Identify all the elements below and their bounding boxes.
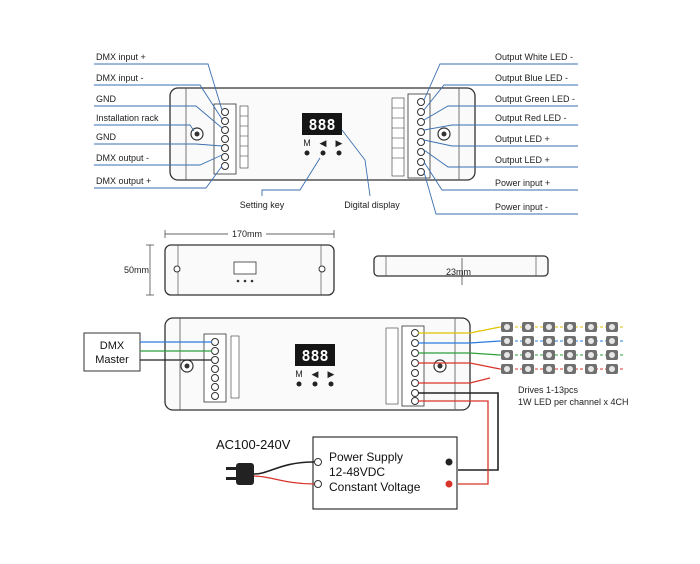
led-lens bbox=[588, 338, 594, 344]
led-lens bbox=[504, 338, 510, 344]
label-dmx-input-plus: DMX input + bbox=[96, 52, 146, 62]
front-dimension-view: 170mm 50mm bbox=[124, 229, 335, 296]
key-right-label: ▶ bbox=[336, 138, 343, 148]
led-lens bbox=[609, 324, 615, 330]
led-lens bbox=[609, 338, 615, 344]
dim-height: 23mm bbox=[446, 267, 471, 277]
psu-line3: Constant Voltage bbox=[329, 480, 421, 494]
digital-display-label: Digital display bbox=[344, 200, 400, 210]
power-supply-box: Power Supply 12-48VDC Constant Voltage bbox=[312, 436, 458, 510]
label-output-led-plus-1: Output LED + bbox=[495, 134, 550, 144]
led-lens bbox=[588, 352, 594, 358]
label-dmx-output-minus: DMX output - bbox=[96, 153, 149, 163]
key-left-button[interactable] bbox=[320, 150, 326, 156]
ac-plug-icon bbox=[226, 461, 315, 485]
right-labels: Output White LED - Output Blue LED - Out… bbox=[423, 52, 578, 215]
side-dimension-view: 23mm bbox=[373, 255, 549, 285]
setting-key-label: Setting key bbox=[240, 200, 285, 210]
led-lens bbox=[546, 324, 552, 330]
psu-line2: 12-48VDC bbox=[329, 465, 385, 479]
wiring-key-m: M bbox=[295, 369, 303, 379]
drives-note-2: 1W LED per channel x 4CH bbox=[518, 397, 629, 407]
label-power-input-plus: Power input + bbox=[495, 178, 550, 188]
dmx-master-line1: DMX bbox=[100, 340, 125, 352]
display-digits: 888 bbox=[308, 116, 335, 134]
psu-line1: Power Supply bbox=[329, 450, 403, 464]
label-output-green: Output Green LED - bbox=[495, 94, 575, 104]
led-lens bbox=[525, 352, 531, 358]
led-lens bbox=[567, 366, 573, 372]
label-output-white: Output White LED - bbox=[495, 52, 573, 62]
drives-note-1: Drives 1-13pcs bbox=[518, 385, 579, 395]
ac-input-label: AC100-240V bbox=[216, 437, 291, 452]
label-output-blue: Output Blue LED - bbox=[495, 73, 568, 83]
led-lens bbox=[504, 366, 510, 372]
label-gnd-1: GND bbox=[96, 94, 117, 104]
label-power-input-minus: Power input - bbox=[495, 202, 548, 212]
led-lens bbox=[504, 324, 510, 330]
led-lens bbox=[567, 338, 573, 344]
left-labels: DMX input + DMX input - GND Installation… bbox=[94, 52, 223, 189]
led-lens bbox=[546, 352, 552, 358]
left-terminal-screws bbox=[221, 108, 229, 170]
led-lens bbox=[609, 366, 615, 372]
dmx-master-line2: Master bbox=[95, 354, 129, 366]
led-lens bbox=[525, 338, 531, 344]
led-lens bbox=[504, 352, 510, 358]
wiring-key-right: ▶ bbox=[328, 369, 335, 379]
digital-display bbox=[302, 113, 342, 135]
led-lens bbox=[588, 324, 594, 330]
led-lens bbox=[609, 352, 615, 358]
led-lens bbox=[546, 338, 552, 344]
key-left-label: ◀ bbox=[320, 138, 327, 148]
key-right-button[interactable] bbox=[336, 150, 342, 156]
dim-length: 170mm bbox=[232, 229, 262, 239]
label-installation-rack: Installation rack bbox=[96, 113, 159, 123]
controller-top-view: 888 M ◀ ▶ bbox=[169, 87, 476, 181]
led-lens bbox=[567, 352, 573, 358]
led-lens bbox=[588, 366, 594, 372]
dim-width: 50mm bbox=[124, 265, 149, 275]
label-output-led-plus-2: Output LED + bbox=[495, 155, 550, 165]
led-lens bbox=[546, 366, 552, 372]
label-gnd-2: GND bbox=[96, 132, 117, 142]
label-output-red: Output Red LED - bbox=[495, 113, 567, 123]
wiring-key-left: ◀ bbox=[312, 369, 319, 379]
dmx-master-box: DMX Master bbox=[83, 332, 141, 372]
label-dmx-output-plus: DMX output + bbox=[96, 176, 151, 186]
led-lens bbox=[525, 366, 531, 372]
led-array bbox=[500, 322, 624, 374]
led-lens bbox=[525, 324, 531, 330]
led-lens bbox=[567, 324, 573, 330]
controller-wiring-view: 888 M ◀ ▶ bbox=[164, 317, 471, 411]
key-m-label: M bbox=[303, 138, 311, 148]
wiring-display-digits: 888 bbox=[301, 347, 328, 365]
key-m-button[interactable] bbox=[304, 150, 310, 156]
right-terminal-screws bbox=[417, 98, 425, 176]
label-dmx-input-minus: DMX input - bbox=[96, 73, 144, 83]
